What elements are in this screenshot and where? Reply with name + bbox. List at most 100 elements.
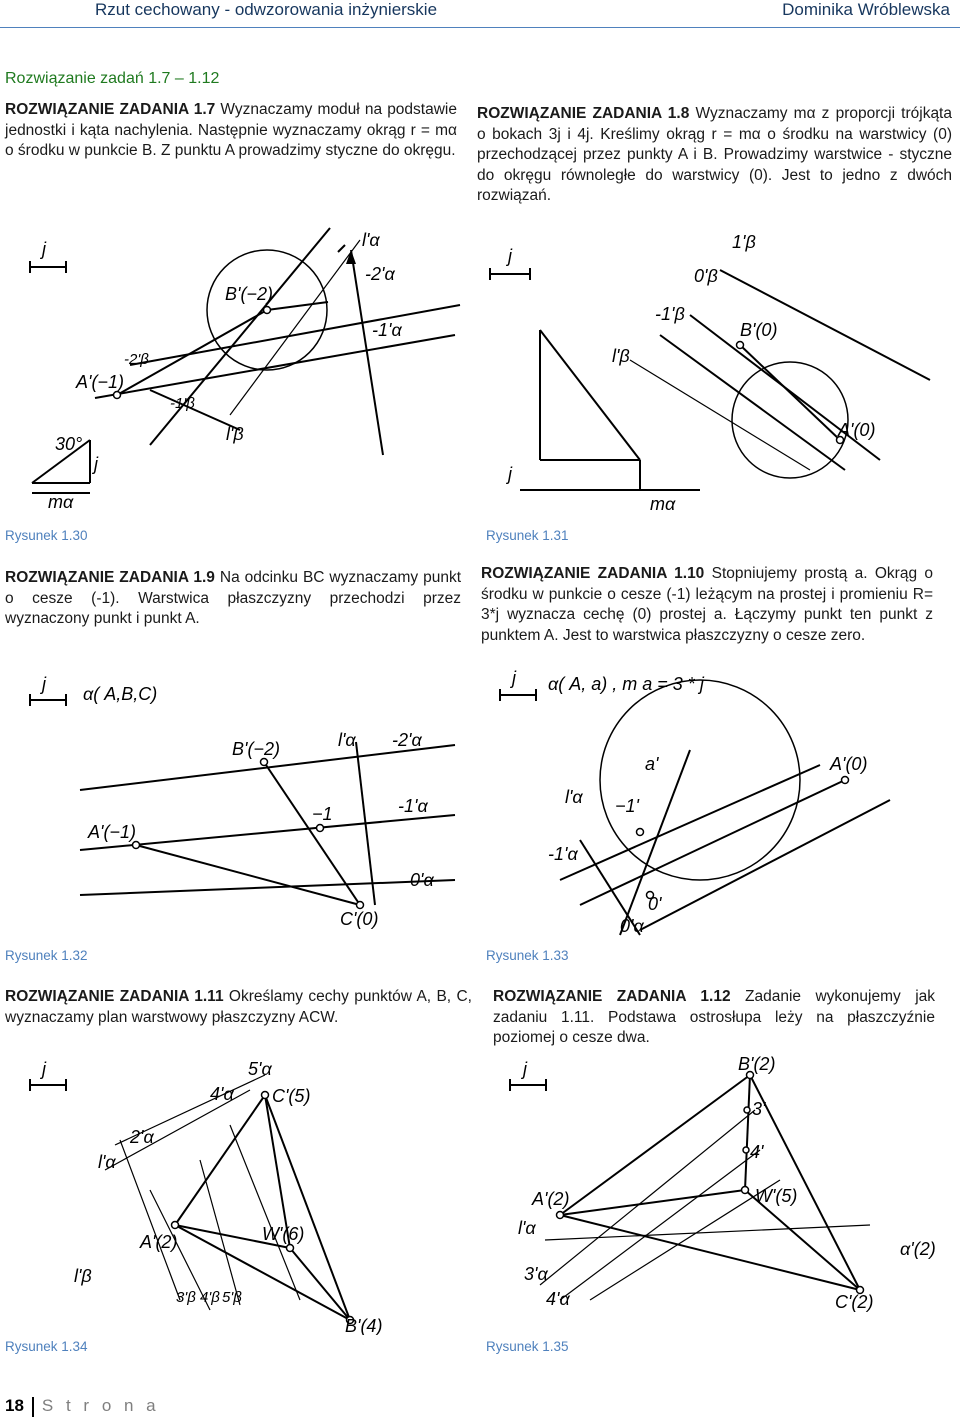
f30-m1-alpha: -1'α bbox=[372, 320, 402, 340]
f34-j-label: j bbox=[39, 1059, 47, 1079]
task-1-11-text: ROZWIĄZANIE ZADANIA 1.11 Określamy cechy… bbox=[5, 987, 472, 1028]
task-1-8-text: ROZWIĄZANIE ZADANIA 1.8 Wyznaczamy mα z … bbox=[477, 104, 952, 207]
f34-five-alpha: 5'α bbox=[248, 1059, 272, 1079]
page-footer: 18 S t r o n a bbox=[5, 1396, 160, 1417]
running-header-author: Dominika Wróblewska bbox=[782, 0, 950, 19]
task-1-7-heading: ROZWIĄZANIE ZADANIA 1.7 bbox=[5, 101, 216, 118]
figure-1-34: j 5'α 4'α C'(5) 2'α l'α W'(6) A'(2) l'β … bbox=[29, 1059, 382, 1335]
f34-point-a: A'(2) bbox=[139, 1232, 177, 1252]
task-1-9-heading: ROZWIĄZANIE ZADANIA 1.9 bbox=[5, 569, 215, 586]
figure-1-31: j 1'β 0'β -1'β B'(0) l'β A'(0) j mα bbox=[489, 232, 931, 514]
f35-four-alpha: 4'α bbox=[546, 1289, 570, 1309]
caption-figure-1-31: Rysunek 1.31 bbox=[486, 528, 569, 543]
f35-point-b: B'(2) bbox=[738, 1055, 775, 1074]
f35-point-c: C'(2) bbox=[835, 1292, 873, 1312]
task-1-8-heading: ROZWIĄZANIE ZADANIA 1.8 bbox=[477, 105, 690, 122]
f30-m1-beta: -1'β bbox=[170, 395, 195, 412]
f34-four-beta: 4'β bbox=[200, 1289, 220, 1306]
f34-two-alpha: 2'α bbox=[129, 1127, 154, 1147]
task-1-10-body: Stopniujemy prostą a. Okrąg o środku w p… bbox=[481, 565, 933, 644]
caption-figure-1-33: Rysunek 1.33 bbox=[486, 948, 569, 963]
task-1-9-text: ROZWIĄZANIE ZADANIA 1.9 Na odcinku BC wy… bbox=[5, 568, 461, 630]
f30-point-b: B'(−2) bbox=[225, 284, 273, 304]
caption-figure-1-35: Rysunek 1.35 bbox=[486, 1339, 569, 1354]
f32-l-alpha: l'α bbox=[338, 730, 356, 750]
f31-point-a: A'(0) bbox=[837, 420, 875, 440]
figure-1-33: j α( A, a) , m a = 3 * j a' A'(0) l'α −1… bbox=[499, 668, 891, 936]
figure-1-32: j α( A,B,C) B'(−2) l'α -2'α −1 -1'α A'(−… bbox=[29, 674, 456, 929]
page-number: 18 bbox=[5, 1396, 24, 1415]
f35-point-a: A'(2) bbox=[531, 1189, 569, 1209]
f31-point-b: B'(0) bbox=[740, 320, 777, 340]
caption-figure-1-30: Rysunek 1.30 bbox=[5, 528, 88, 543]
f34-point-c: C'(5) bbox=[272, 1086, 310, 1106]
f35-point-w: W'(5) bbox=[755, 1186, 797, 1206]
f31-l-beta: l'β bbox=[612, 346, 630, 366]
f30-j2-label: j bbox=[91, 454, 99, 474]
f30-l-alpha: l'α bbox=[362, 230, 380, 250]
f34-four-alpha: 4'α bbox=[210, 1084, 234, 1104]
f34-l-alpha: l'α bbox=[98, 1152, 116, 1172]
f30-m-alpha: mα bbox=[48, 492, 74, 512]
f31-one-beta: 1'β bbox=[732, 232, 756, 252]
f33-m1-point: −1' bbox=[615, 796, 640, 816]
f31-j-label: j bbox=[505, 246, 513, 266]
f34-point-b: B'(4) bbox=[345, 1316, 382, 1335]
f30-angle: 30° bbox=[55, 434, 82, 454]
f31-zero-beta: 0'β bbox=[694, 266, 718, 286]
f32-point-a: A'(−1) bbox=[87, 822, 136, 842]
task-1-11-heading: ROZWIĄZANIE ZADANIA 1.11 bbox=[5, 988, 224, 1005]
f33-m1-alpha: -1'α bbox=[548, 844, 578, 864]
f33-line-a: a' bbox=[645, 754, 659, 774]
task-1-10-text: ROZWIĄZANIE ZADANIA 1.10 Stopniujemy pro… bbox=[481, 564, 933, 646]
section-title: Rozwiązanie zadań 1.7 – 1.12 bbox=[5, 70, 220, 87]
caption-figure-1-34: Rysunek 1.34 bbox=[5, 1339, 88, 1354]
f30-point-a: A'(−1) bbox=[75, 372, 124, 392]
task-1-9-body: Na odcinku BC wyznaczamy punkt o cesze (… bbox=[5, 569, 461, 627]
f33-point-a: A'(0) bbox=[829, 754, 867, 774]
f35-j-label: j bbox=[520, 1059, 528, 1079]
f32-j-label: j bbox=[39, 674, 47, 694]
f33-zero-point: 0' bbox=[648, 894, 662, 914]
f32-m1-point: −1 bbox=[312, 804, 333, 824]
f32-point-c: C'(0) bbox=[340, 909, 378, 929]
f30-m2-beta: -2'β bbox=[124, 351, 149, 368]
task-1-7-text: ROZWIĄZANIE ZADANIA 1.7 Wyznaczamy moduł… bbox=[5, 100, 457, 162]
footer-separator bbox=[31, 1396, 34, 1417]
figure-1-35: j B'(2) 3' 4' A'(2) W'(5) l'α α'(2) 3'α … bbox=[509, 1055, 936, 1312]
f34-l-beta: l'β bbox=[74, 1266, 92, 1286]
task-1-10-heading: ROZWIĄZANIE ZADANIA 1.10 bbox=[481, 565, 705, 582]
f33-l-alpha: l'α bbox=[565, 787, 583, 807]
f33-j-label: j bbox=[509, 668, 517, 688]
f32-title: α( A,B,C) bbox=[83, 684, 157, 704]
f32-point-b: B'(−2) bbox=[232, 739, 280, 759]
f32-m2-alpha: -2'α bbox=[392, 730, 422, 750]
f35-l-alpha: l'α bbox=[518, 1218, 536, 1238]
task-1-12-heading: ROZWIĄZANIE ZADANIA 1.12 bbox=[493, 988, 731, 1005]
f32-m1-alpha: -1'α bbox=[398, 796, 428, 816]
figure-1-30: j B'(−2) A'(−1) l'α -2'α -1'α -2'β -1'β … bbox=[29, 227, 461, 512]
f31-m1-beta: -1'β bbox=[655, 304, 685, 324]
caption-figure-1-32: Rysunek 1.32 bbox=[5, 948, 88, 963]
f30-j-label: j bbox=[39, 239, 47, 259]
f33-title: α( A, a) , m a = 3 * j bbox=[548, 674, 705, 694]
page-label: S t r o n a bbox=[41, 1396, 160, 1415]
f34-point-w: W'(6) bbox=[262, 1224, 304, 1244]
f31-m-alpha: mα bbox=[650, 494, 676, 514]
f33-zero-alpha: 0'α bbox=[620, 916, 644, 936]
f34-three-beta: 3'β bbox=[176, 1289, 196, 1306]
task-1-12-body: Zadanie wykonujemy jak zadaniu 1.11. Pod… bbox=[493, 988, 936, 1046]
task-1-7-body: Wyznaczamy moduł na podstawie jednostki … bbox=[5, 101, 457, 159]
f31-j2-label: j bbox=[505, 464, 513, 484]
f35-alpha-2: α'(2) bbox=[900, 1239, 936, 1259]
f35-three-alpha: 3'α bbox=[524, 1264, 548, 1284]
f32-zero-alpha: 0'α bbox=[410, 870, 434, 890]
f30-m2-alpha: -2'α bbox=[365, 264, 395, 284]
task-1-12-text: ROZWIĄZANIE ZADANIA 1.12 Zadanie wykonuj… bbox=[493, 987, 935, 1049]
f35-three: 3' bbox=[752, 1099, 766, 1119]
task-1-8-body: Wyznaczamy mα z proporcji trójkąta o bok… bbox=[477, 105, 952, 204]
f34-five-beta: 5'β bbox=[222, 1289, 242, 1306]
f35-four: 4' bbox=[750, 1142, 764, 1162]
running-header-title: Rzut cechowany - odwzorowania inżyniersk… bbox=[95, 0, 438, 19]
header-rule bbox=[0, 27, 960, 28]
